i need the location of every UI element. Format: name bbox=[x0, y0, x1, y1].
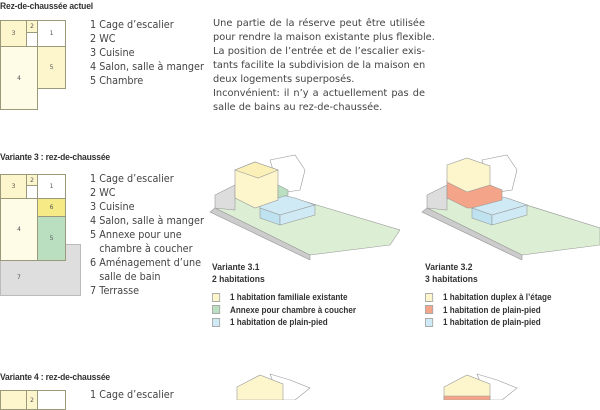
variant-legend: 1 habitation duplex à l’étage 1 habitati… bbox=[425, 291, 551, 329]
swatch-salmon bbox=[425, 305, 434, 315]
room-4: 4 bbox=[0, 46, 38, 110]
paragraph-line: salle de bains au rez-de-chaussée. bbox=[213, 102, 383, 113]
room-legend: 1 Cage d’escalier 2 WC 3 Cuisine 4 Salon… bbox=[90, 18, 204, 88]
variant-caption: Variante 3.1 2 habitations bbox=[212, 262, 265, 286]
paragraph-line: deux logements superposés. bbox=[213, 74, 355, 85]
legend-item: 7 Terrasse bbox=[90, 285, 140, 297]
section-title: Variante 4 : rez-de-chaussée bbox=[0, 372, 110, 383]
variant-caption: Variante 3.2 3 habitations bbox=[425, 262, 478, 286]
paragraph-line: tants facilite la subdivision de la mais… bbox=[213, 60, 426, 71]
legend-item: 1 Cage d’escalier bbox=[90, 19, 174, 31]
room-1 bbox=[37, 390, 66, 410]
legend-item: 3 Cuisine bbox=[90, 201, 135, 213]
floor-plan-variant-4: 2 bbox=[0, 390, 66, 410]
paragraph-line: Inconvénient: il n’y a actuellement pas … bbox=[213, 88, 425, 99]
paragraph-line: Une partie de la réserve peut être utili… bbox=[213, 18, 425, 29]
legend-item: 2 WC bbox=[90, 187, 116, 199]
legend-label: 1 habitation familiale existante bbox=[230, 292, 348, 303]
legend-item: 4 Salon, salle à manger bbox=[90, 215, 204, 227]
legend-item: 4 Salon, salle à manger bbox=[90, 61, 204, 73]
swatch-green bbox=[212, 305, 221, 315]
legend-item: 2 WC bbox=[90, 33, 116, 45]
legend-item: 6 Aménagement d’une bbox=[90, 257, 202, 269]
legend-label: 1 habitation duplex à l’étage bbox=[443, 292, 552, 303]
room-3: 3 bbox=[0, 174, 27, 199]
legend-label: 1 habitation de plain-pied bbox=[230, 317, 328, 328]
isometric-variant-3-2 bbox=[421, 154, 600, 260]
legend-label: 1 habitation de plain-pied bbox=[443, 304, 541, 315]
swatch-blue bbox=[212, 317, 221, 327]
room-5: 5 bbox=[37, 46, 66, 89]
legend-row: 1 habitation duplex à l’étage bbox=[425, 291, 551, 304]
section-title: Variante 3 : rez-de-chaussée bbox=[0, 152, 110, 163]
legend-item: 5 Chambre bbox=[90, 75, 144, 87]
legend-item: chambre à coucher bbox=[99, 243, 193, 255]
legend-label: 1 habitation de plain-pied bbox=[443, 317, 541, 328]
variant-legend: 1 habitation familiale existante Annexe … bbox=[212, 291, 356, 329]
legend-item: 1 Cage d’escalier bbox=[90, 389, 174, 401]
legend-label: Annexe pour chambre à coucher bbox=[230, 304, 357, 315]
room-5: 5 bbox=[37, 216, 66, 261]
isometric-variant-4-1 bbox=[236, 373, 311, 400]
floor-plan-variant-3: 7 3 2 1 4 6 5 bbox=[0, 174, 82, 296]
paragraph-line: pour rendre la maison existante plus fle… bbox=[213, 32, 435, 43]
isometric-variant-3-1 bbox=[209, 154, 400, 260]
legend-item: 3 Cuisine bbox=[90, 47, 135, 59]
swatch-yellow bbox=[425, 292, 434, 302]
room-1: 1 bbox=[37, 174, 66, 199]
legend-row: 1 habitation familiale existante bbox=[212, 291, 356, 304]
legend-item: 1 Cage d’escalier bbox=[90, 173, 174, 185]
room-4: 4 bbox=[0, 198, 38, 261]
variant-title: Variante 3.2 bbox=[425, 262, 473, 273]
section-title: Rez-de-chaussée actuel bbox=[0, 1, 93, 12]
legend-item: 5 Annexe pour une bbox=[90, 229, 182, 241]
room-legend: 1 Cage d’escalier 2 WC 3 Cuisine 4 Salon… bbox=[90, 172, 204, 298]
description-paragraph: Une partie de la réserve peut être utili… bbox=[213, 17, 435, 115]
room-6: 6 bbox=[37, 198, 66, 217]
paragraph-line: La position de l’entrée et de l’escalier… bbox=[213, 46, 425, 57]
variant-subtitle: 3 habitations bbox=[425, 274, 478, 285]
legend-item: salle de bain bbox=[99, 271, 161, 283]
legend-row: 1 habitation de plain-pied bbox=[212, 316, 356, 329]
variant-title: Variante 3.1 bbox=[212, 262, 260, 273]
swatch-blue bbox=[425, 317, 434, 327]
room-legend: 1 Cage d’escalier bbox=[90, 388, 174, 402]
floor-plan-current: 3 2 1 4 5 bbox=[0, 20, 66, 110]
legend-row: 1 habitation de plain-pied bbox=[425, 316, 551, 329]
room-1: 1 bbox=[37, 20, 66, 47]
variant-subtitle: 2 habitations bbox=[212, 274, 265, 285]
legend-row: 1 habitation de plain-pied bbox=[425, 304, 551, 317]
swatch-yellow bbox=[212, 292, 221, 302]
room-3: 3 bbox=[0, 20, 27, 47]
legend-row: Annexe pour chambre à coucher bbox=[212, 304, 356, 317]
room-3 bbox=[0, 390, 27, 410]
isometric-variant-4-2 bbox=[443, 373, 518, 400]
